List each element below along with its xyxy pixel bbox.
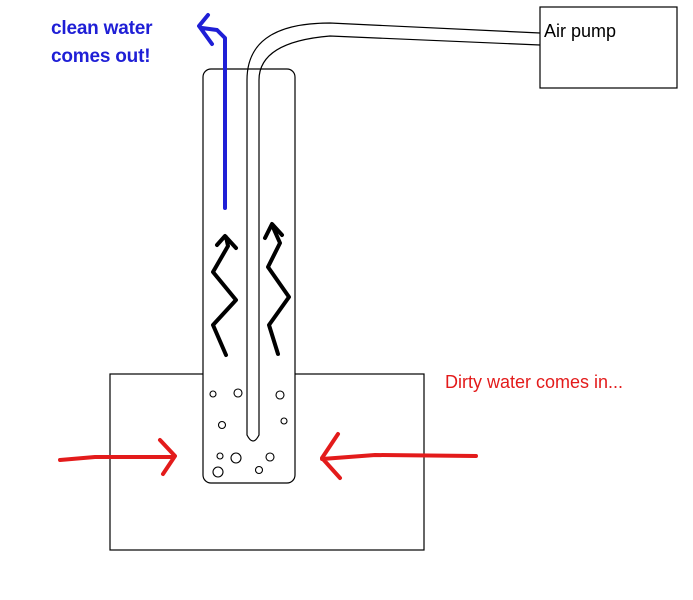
rising-arrow-right	[263, 222, 291, 356]
inflow-arrow-right	[320, 432, 478, 480]
air-bubbles	[209, 388, 288, 478]
bubble	[265, 452, 275, 462]
bubble	[275, 390, 285, 400]
bubble	[233, 388, 243, 398]
clean-water-label-line1: clean water	[51, 18, 153, 39]
bubble	[217, 420, 227, 430]
bubble	[230, 452, 242, 464]
air-pump-box	[539, 6, 678, 89]
bubble	[254, 465, 264, 475]
bubble	[280, 417, 288, 425]
air-pump-label: Air pump	[544, 21, 617, 41]
bubble	[209, 390, 217, 398]
air-line	[246, 22, 541, 442]
dirty-water-label: Dirty water comes in...	[445, 372, 624, 392]
bubble	[212, 466, 224, 478]
rising-arrow-left	[211, 234, 238, 357]
clean-water-label-line2: comes out!	[51, 46, 151, 67]
inflow-arrow-left	[58, 438, 177, 476]
bubble	[216, 452, 224, 460]
clean-water-arrow	[197, 13, 227, 210]
